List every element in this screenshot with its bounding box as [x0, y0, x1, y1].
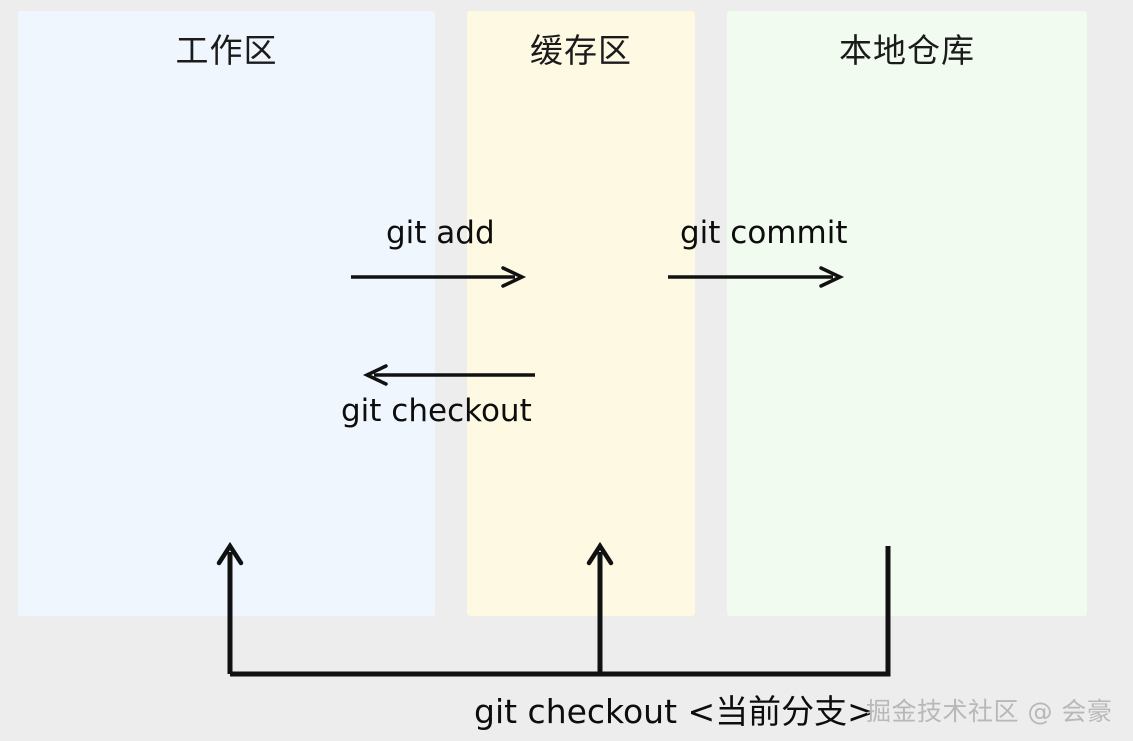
git-commit-label: git commit: [680, 215, 848, 251]
panel-staging-area-title: 缓存区: [530, 31, 632, 70]
panel-working-area: 工作区: [18, 11, 435, 616]
git-checkout-branch-label: git checkout <当前分支>: [474, 692, 875, 731]
panel-local-repository-title: 本地仓库: [839, 31, 975, 70]
git-add-label: git add: [386, 215, 495, 251]
watermark: 掘金技术社区 @ 会豪: [866, 697, 1113, 726]
panel-staging-area: 缓存区: [467, 11, 695, 616]
panel-local-repository: 本地仓库: [727, 11, 1087, 616]
git-checkout-label: git checkout: [341, 393, 532, 429]
panel-working-area-title: 工作区: [175, 31, 278, 70]
